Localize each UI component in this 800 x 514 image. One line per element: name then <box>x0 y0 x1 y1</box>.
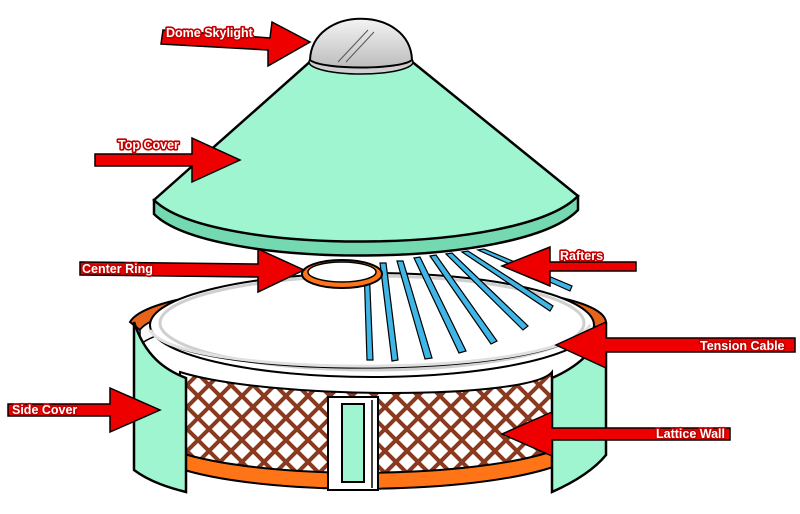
label-lattice-wall: Lattice Wall <box>656 427 725 441</box>
label-dome-skylight: Dome Skylight <box>166 26 254 40</box>
dome-skylight <box>310 19 412 68</box>
center-ring <box>302 260 382 288</box>
label-center-ring: Center Ring <box>82 262 153 276</box>
label-top-cover: Top Cover <box>118 138 179 152</box>
top-cover-cone <box>154 54 578 242</box>
label-rafters: Rafters <box>560 249 603 263</box>
door <box>328 397 378 490</box>
label-tension-cable: Tension Cable <box>700 339 785 353</box>
label-side-cover: Side Cover <box>12 403 77 417</box>
